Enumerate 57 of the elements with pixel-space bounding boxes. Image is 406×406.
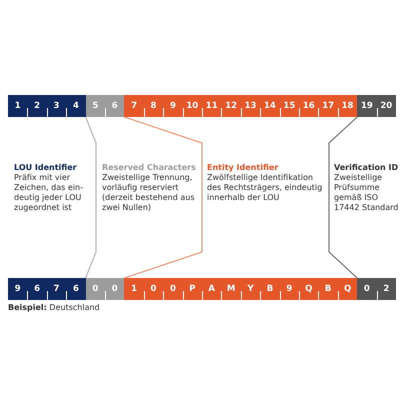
character: 0 xyxy=(364,284,370,294)
character: 10 xyxy=(186,101,198,111)
heading: LOU Identifier xyxy=(14,163,78,173)
character: 0 xyxy=(112,284,118,294)
character: 4 xyxy=(72,101,79,111)
character: 1 xyxy=(131,284,138,294)
description: Zweistellige Trennung, vorläufig reserviert (derzeit bestehend aus zwei Nullen) xyxy=(102,173,196,213)
character: Q xyxy=(305,284,312,294)
character: Q xyxy=(344,284,352,294)
character: 9 xyxy=(170,101,176,111)
example-note: Beispiel: Deutschland xyxy=(8,303,101,313)
description: Zwölfstellige Identifikation des Rechtsträgers, eindeutig innerhalb der LOU xyxy=(207,173,324,203)
character: 9 xyxy=(286,284,292,294)
character: 15 xyxy=(283,101,296,111)
character: 8 xyxy=(150,101,156,111)
character: 0 xyxy=(92,284,98,294)
character: 6 xyxy=(72,284,79,294)
character: 2 xyxy=(383,284,390,294)
character: 14 xyxy=(264,101,276,111)
code-segment xyxy=(124,278,358,300)
description: Zweistellige Prüfsumme gemäß ISO 17442 Standard xyxy=(334,173,400,213)
character: 7 xyxy=(131,101,138,111)
code-segment xyxy=(8,278,86,300)
character: 19 xyxy=(360,101,373,111)
character: 12 xyxy=(225,101,238,111)
character: 0 xyxy=(150,284,156,294)
character: 11 xyxy=(206,101,218,111)
character: 9 xyxy=(14,284,21,294)
character: M xyxy=(226,284,236,294)
code-segment xyxy=(357,278,396,300)
character: 13 xyxy=(244,101,256,111)
character: B xyxy=(266,284,274,294)
character: 16 xyxy=(302,101,315,111)
heading: Verification ID xyxy=(334,163,400,173)
code-segment xyxy=(124,95,358,117)
character: P xyxy=(189,284,196,294)
description: Präfix mit vier Zeichen, das ein- deutig jeder LOU zugeordnet ist xyxy=(14,173,84,213)
character: 2 xyxy=(34,101,40,111)
character: A xyxy=(208,284,216,294)
code-segment xyxy=(86,278,124,300)
character: B xyxy=(324,284,332,294)
character: 18 xyxy=(342,101,354,111)
character: 5 xyxy=(92,101,98,111)
character: Y xyxy=(247,284,254,294)
code-segment xyxy=(86,95,124,117)
character: 0 xyxy=(170,284,176,294)
character: 6 xyxy=(34,284,40,294)
character: 20 xyxy=(380,101,392,111)
code-segment xyxy=(8,95,86,117)
heading: Reserved Characters xyxy=(102,163,197,173)
character: 6 xyxy=(112,101,118,111)
character: 1 xyxy=(14,101,21,111)
heading: Entity Identifier xyxy=(207,163,280,173)
character: 17 xyxy=(322,101,334,111)
code-segment xyxy=(357,95,396,117)
character: 7 xyxy=(54,284,60,294)
character: 3 xyxy=(54,101,60,111)
